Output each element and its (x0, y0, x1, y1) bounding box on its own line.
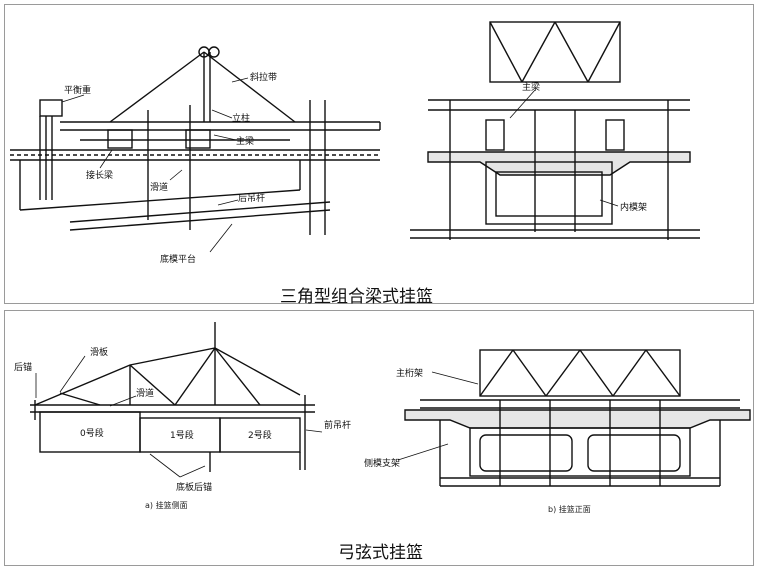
label-stay: 斜拉带 (250, 71, 277, 83)
label-column: 立柱 (232, 112, 250, 124)
label-front-caption: b) 挂篮正面 (548, 504, 591, 514)
label-slide-way: 滑道 (150, 181, 168, 193)
label-seg0: 0号段 (80, 427, 104, 439)
bow-front-labels: 主桁架 侧模支架 b) 挂篮正面 (364, 367, 591, 514)
top-caption: 三角型组合梁式挂篮 (280, 287, 433, 307)
label-rear-anchor: 后锚 (14, 361, 32, 373)
bow-side-view (30, 322, 323, 478)
label-seg2: 2号段 (248, 429, 272, 441)
label-extension-beam: 接长梁 (86, 169, 113, 181)
label-balance-weight: 平衡重 (64, 84, 91, 96)
triangle-side-labels: 平衡重 斜拉带 立柱 主梁 接长梁 滑道 后吊杆 底模平台 (64, 71, 277, 265)
label-bottom-rear-anchor: 底板后锚 (176, 481, 212, 493)
label-slide-plate: 滑板 (90, 346, 108, 358)
label-rear-hanger: 后吊杆 (238, 192, 265, 204)
label-seg1: 1号段 (170, 429, 194, 441)
label-main-truss: 主桁架 (396, 367, 423, 379)
bow-front-view (397, 349, 751, 487)
bottom-panel-frame (4, 310, 754, 566)
bottom-caption: 弓弦式挂篮 (338, 543, 423, 563)
label-front-hanger: 前吊杆 (324, 419, 351, 431)
label-slide-way-bow: 滑道 (136, 387, 154, 399)
label-bottom-platform: 底模平台 (160, 253, 196, 265)
label-side-caption: a) 挂篮侧面 (145, 500, 188, 510)
label-main-beam-side: 主梁 (236, 135, 254, 147)
bow-side-labels: 滑板 后锚 滑道 0号段 1号段 2号段 前吊杆 底板后锚 a) 挂篮侧面 (14, 346, 351, 510)
label-side-form: 侧模支架 (364, 457, 400, 469)
top-panel-frame (4, 4, 754, 304)
triangle-side-view (10, 46, 381, 253)
label-inner-form: 内模架 (620, 201, 647, 213)
triangle-front-labels: 主梁 内模架 (522, 81, 647, 213)
triangle-front-view (410, 21, 700, 240)
label-main-beam-front: 主梁 (522, 81, 540, 93)
